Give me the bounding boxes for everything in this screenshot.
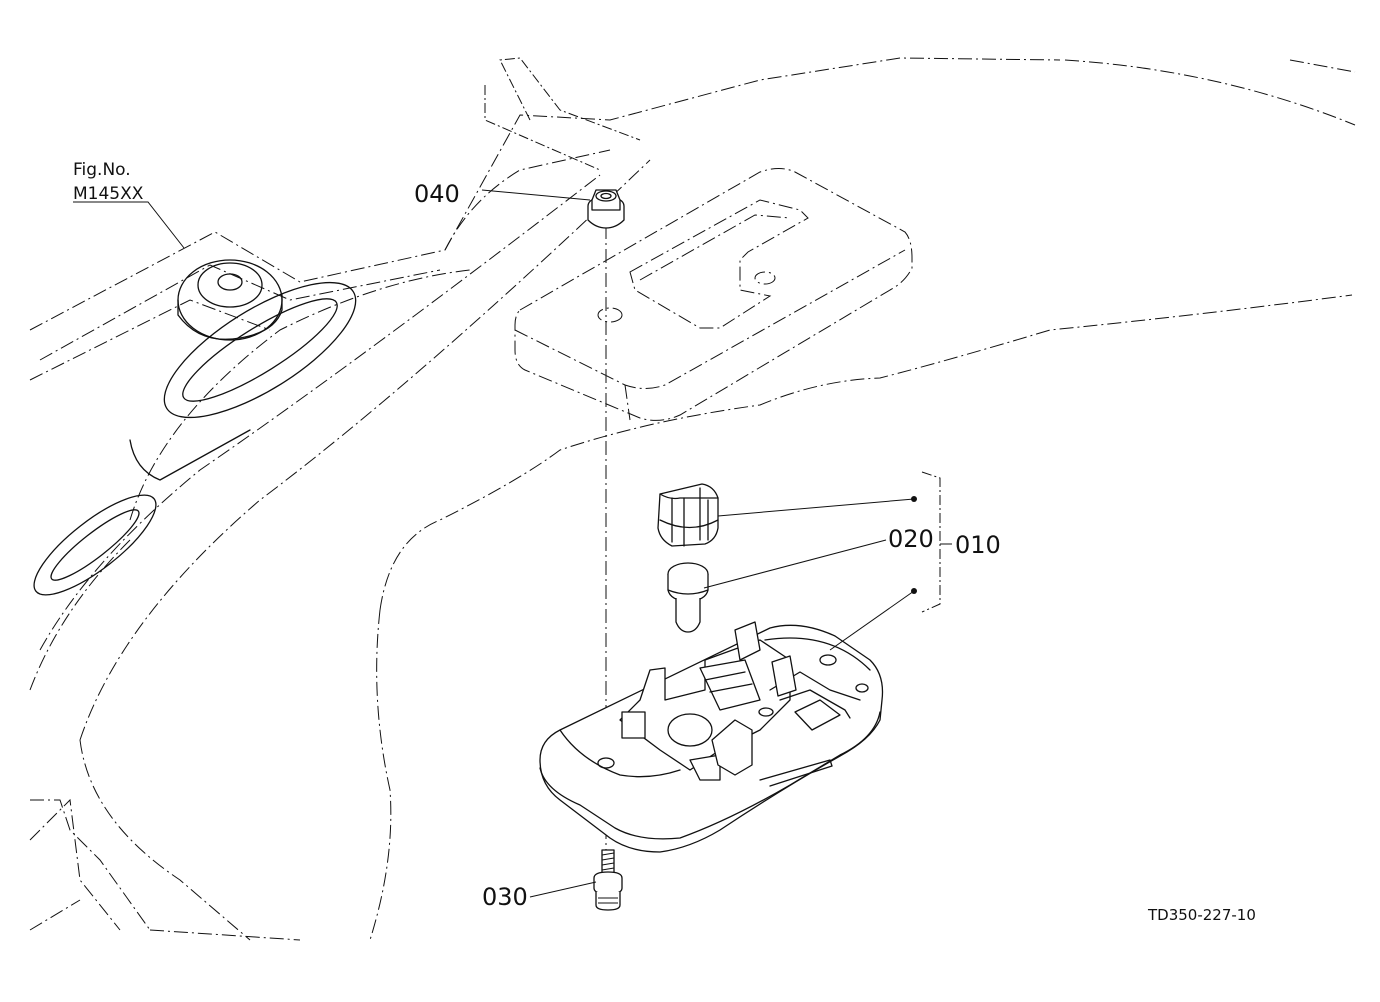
leader-dot	[911, 496, 917, 502]
lamp-socket	[657, 483, 719, 547]
callout-040: 040	[414, 180, 460, 208]
callout-030: 030	[482, 883, 528, 911]
callout-020: 020	[888, 525, 934, 553]
cabin-roof-outline	[29, 57, 1356, 941]
mounting-plate	[514, 168, 913, 421]
bulb	[667, 562, 709, 633]
roof-mount-boss	[33, 259, 357, 596]
bolt	[593, 849, 623, 911]
callout-010: 010	[955, 531, 1001, 559]
fig-label: Fig.No.	[73, 160, 131, 180]
flange-nut	[587, 189, 625, 229]
leader-dot	[911, 588, 917, 594]
drawing-code: TD350-227-10	[1147, 906, 1256, 924]
fig-number: M145XX	[73, 184, 144, 204]
leader-lines	[73, 189, 952, 898]
room-lamp-housing	[539, 621, 884, 853]
